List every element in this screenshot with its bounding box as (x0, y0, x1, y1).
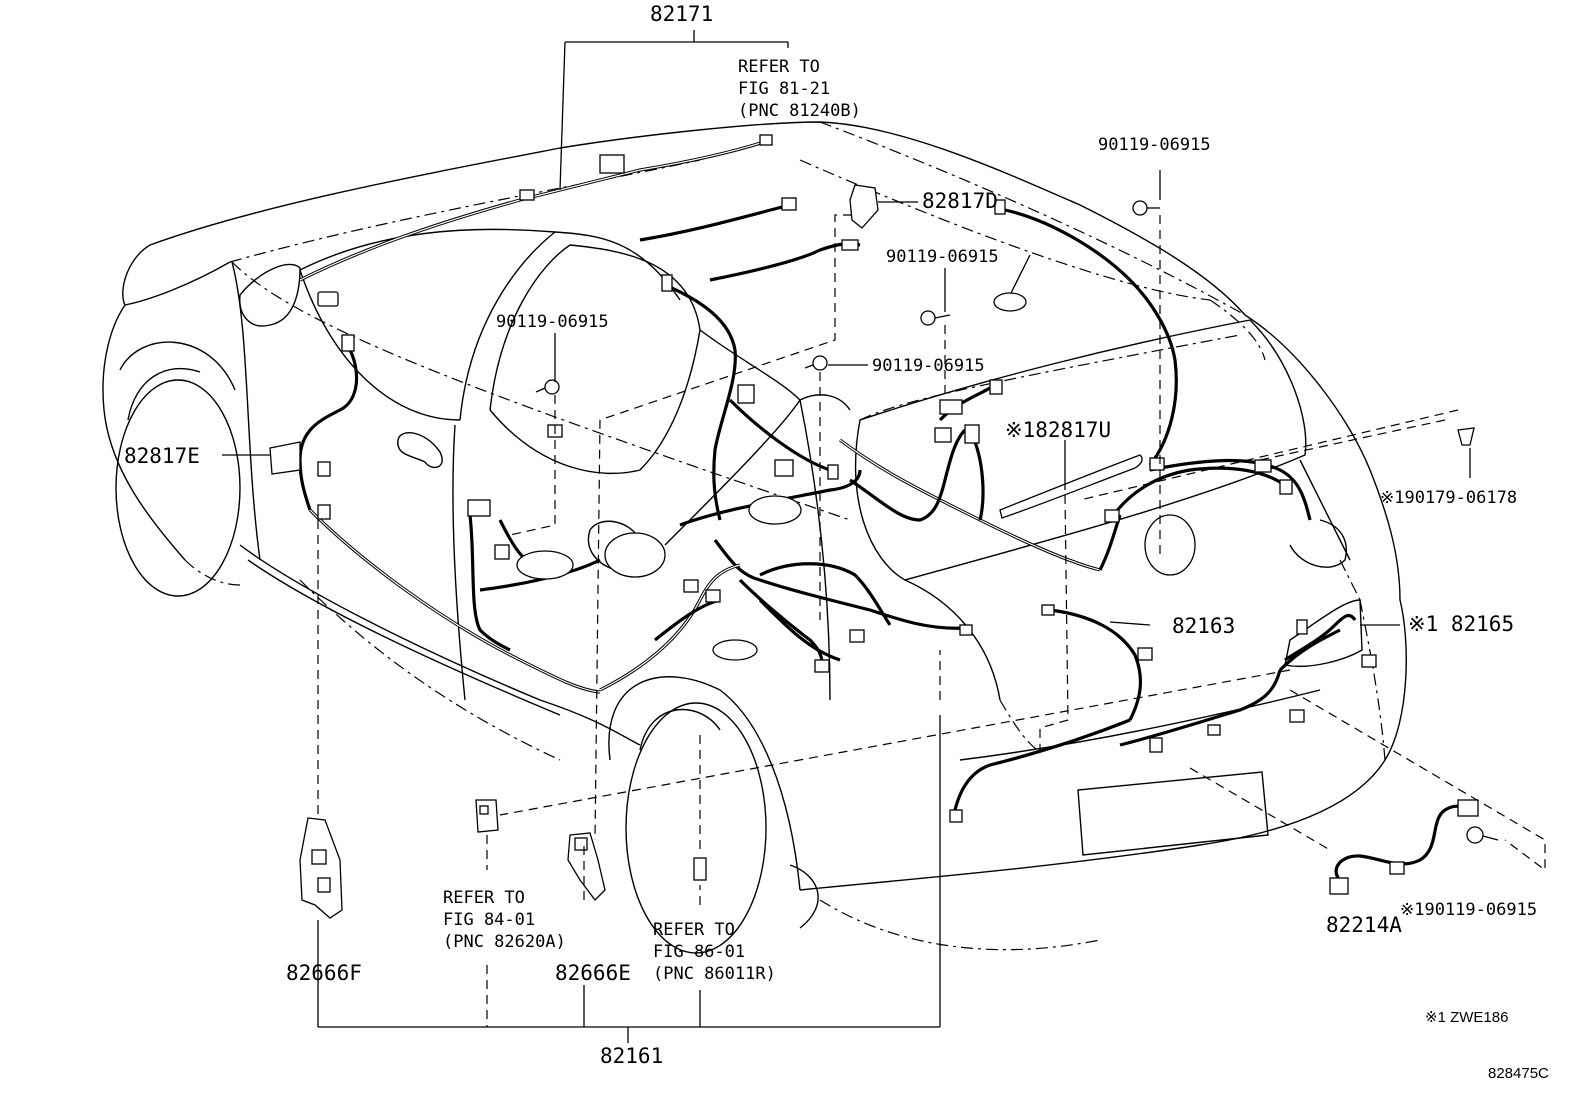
label-90119-center: 90119-06915 (886, 247, 999, 267)
label-90179: ※190179-06178 (1380, 488, 1517, 508)
label-82666E: 82666E (555, 961, 631, 985)
label-82161: 82161 (600, 1044, 663, 1068)
label-90119-left: 90119-06915 (496, 312, 609, 332)
label-refer-fig-81-21: REFER TO FIG 81-21 (PNC 81240B) (738, 57, 861, 121)
label-82171: 82171 (650, 2, 713, 26)
label-82214A: 82214A (1326, 913, 1402, 937)
label-90119-top-right: 90119-06915 (1098, 135, 1211, 155)
connectors (269, 134, 1499, 919)
label-90119-bottom-right: ※190119-06915 (1400, 900, 1537, 920)
label-90119-mid: 90119-06915 (872, 356, 985, 376)
figure-code: 828475C (1488, 1065, 1549, 1082)
label-82817U: ※182817U (1005, 418, 1111, 442)
label-refer-fig-86-01: REFER TO FIG 86-01 (PNC 86011R) (653, 920, 776, 984)
bolt-90119-left (535, 379, 560, 395)
wiring-harness (298, 138, 1357, 811)
footnote-zwe186: ※1 ZWE186 (1425, 1009, 1508, 1026)
label-82165: ※1 82165 (1408, 612, 1514, 636)
label-82666F: 82666F (286, 961, 362, 985)
part-labels: 82171 REFER TO FIG 81-21 (PNC 81240B) 90… (124, 2, 1549, 1082)
car-body-outline (102, 121, 1407, 954)
bolt-90119-center (920, 310, 951, 326)
leader-lines (222, 30, 1546, 1043)
label-82817D: 82817D (922, 189, 998, 213)
bolt-90119-mid (804, 355, 828, 371)
label-refer-fig-84-01: REFER TO FIG 84-01 (PNC 82620A) (443, 888, 566, 952)
bolt-90119-bottom-right (1466, 826, 1499, 844)
label-82817E: 82817E (124, 444, 200, 468)
bolt-90119-top-right (1132, 200, 1160, 216)
label-82163: 82163 (1172, 614, 1235, 638)
